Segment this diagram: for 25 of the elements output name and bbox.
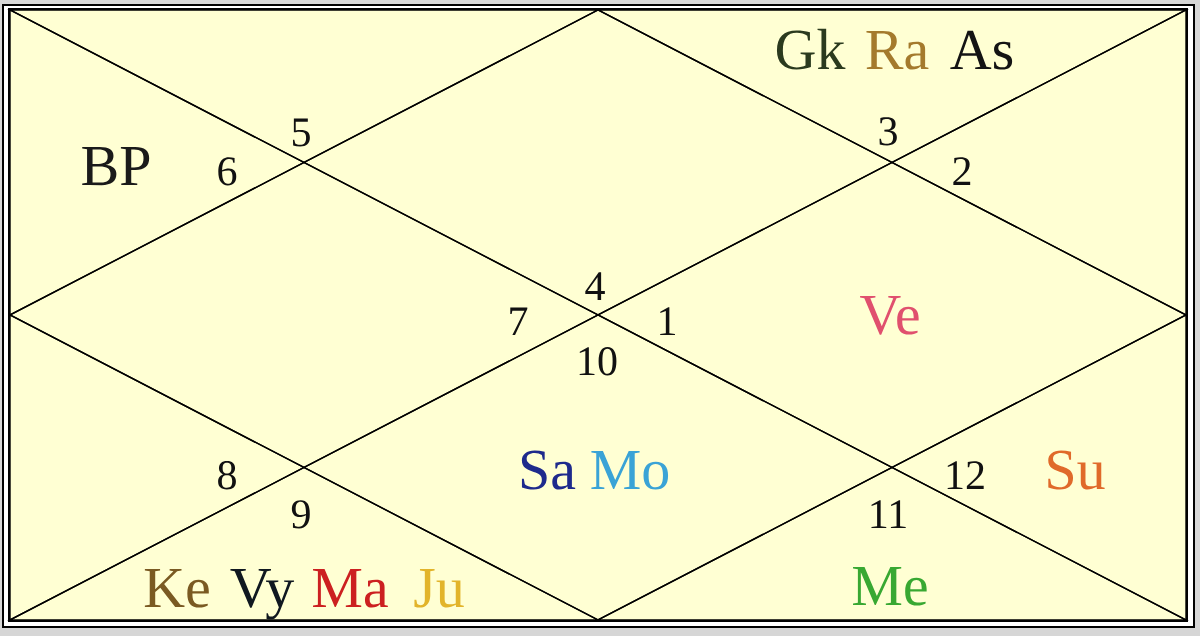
- planet-label: Ke: [144, 569, 209, 608]
- planet-label: Sa: [521, 450, 576, 490]
- planet-label: Me: [853, 567, 927, 606]
- planet-label: Ju: [414, 569, 464, 608]
- house-number: 1: [660, 307, 675, 335]
- house-number: 4: [585, 272, 605, 300]
- house-number: 3: [879, 117, 897, 146]
- planet-label: Mo: [591, 451, 669, 490]
- planet-label: Gk: [776, 28, 846, 70]
- house-number: 9: [291, 500, 310, 529]
- planet-label: Ma: [313, 569, 388, 608]
- house-number: 12: [947, 461, 984, 489]
- planet-label: As: [950, 30, 1013, 70]
- planet-label: Ra: [866, 31, 929, 70]
- house-number: 10: [579, 347, 617, 376]
- planet-label: Su: [1048, 450, 1105, 490]
- planet-label: Ve: [860, 296, 919, 335]
- house-number: 5: [292, 118, 310, 147]
- house-number: 2: [953, 157, 971, 185]
- house-number: 6: [218, 157, 237, 186]
- planet-label: Vy: [230, 569, 295, 620]
- house-number: 8: [218, 461, 236, 490]
- planet-label: BP: [82, 147, 150, 186]
- house-number: 7: [510, 307, 528, 335]
- house-number: 11: [871, 500, 906, 528]
